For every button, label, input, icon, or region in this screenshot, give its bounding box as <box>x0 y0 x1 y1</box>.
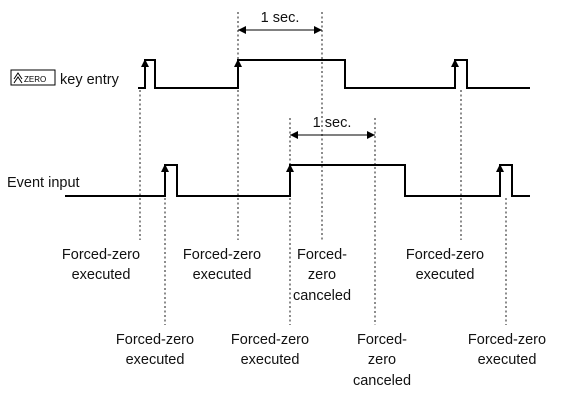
svg-text:Forced-zero: Forced-zero <box>183 247 261 263</box>
key-entry-label: key entry <box>60 72 120 88</box>
svg-text:executed: executed <box>478 352 537 368</box>
svg-text:Forced-zero: Forced-zero <box>62 247 140 263</box>
key-outcome-1: Forced-zero executed <box>62 247 140 283</box>
svg-text:zero: zero <box>308 267 336 283</box>
svg-text:ZERO: ZERO <box>24 75 46 84</box>
svg-text:executed: executed <box>193 267 252 283</box>
event-outcome-1: Forced-zero executed <box>116 332 194 368</box>
svg-text:executed: executed <box>241 352 300 368</box>
bottom-duration-label: 1 sec. <box>313 115 352 131</box>
key-outcome-3: Forced- zero canceled <box>293 247 351 304</box>
key-outcome-4: Forced-zero executed <box>406 247 484 283</box>
event-input-waveform <box>65 164 530 197</box>
svg-text:executed: executed <box>72 267 131 283</box>
svg-text:executed: executed <box>126 352 185 368</box>
svg-text:Forced-zero: Forced-zero <box>116 332 194 348</box>
svg-text:canceled: canceled <box>353 373 411 389</box>
key-entry-waveform <box>138 59 530 89</box>
svg-text:zero: zero <box>368 352 396 368</box>
event-input-label: Event input <box>7 175 80 191</box>
svg-text:Forced-zero: Forced-zero <box>406 247 484 263</box>
svg-text:Forced-: Forced- <box>357 332 407 348</box>
svg-text:executed: executed <box>416 267 475 283</box>
event-outcome-3: Forced- zero canceled <box>353 332 411 389</box>
svg-text:canceled: canceled <box>293 288 351 304</box>
top-duration-label: 1 sec. <box>261 10 300 26</box>
svg-text:Forced-zero: Forced-zero <box>468 332 546 348</box>
event-outcome-2: Forced-zero executed <box>231 332 309 368</box>
zero-key-icon: ZERO <box>10 69 56 86</box>
svg-text:Forced-zero: Forced-zero <box>231 332 309 348</box>
svg-text:Forced-: Forced- <box>297 247 347 263</box>
event-outcome-4: Forced-zero executed <box>468 332 546 368</box>
key-outcome-2: Forced-zero executed <box>183 247 261 283</box>
